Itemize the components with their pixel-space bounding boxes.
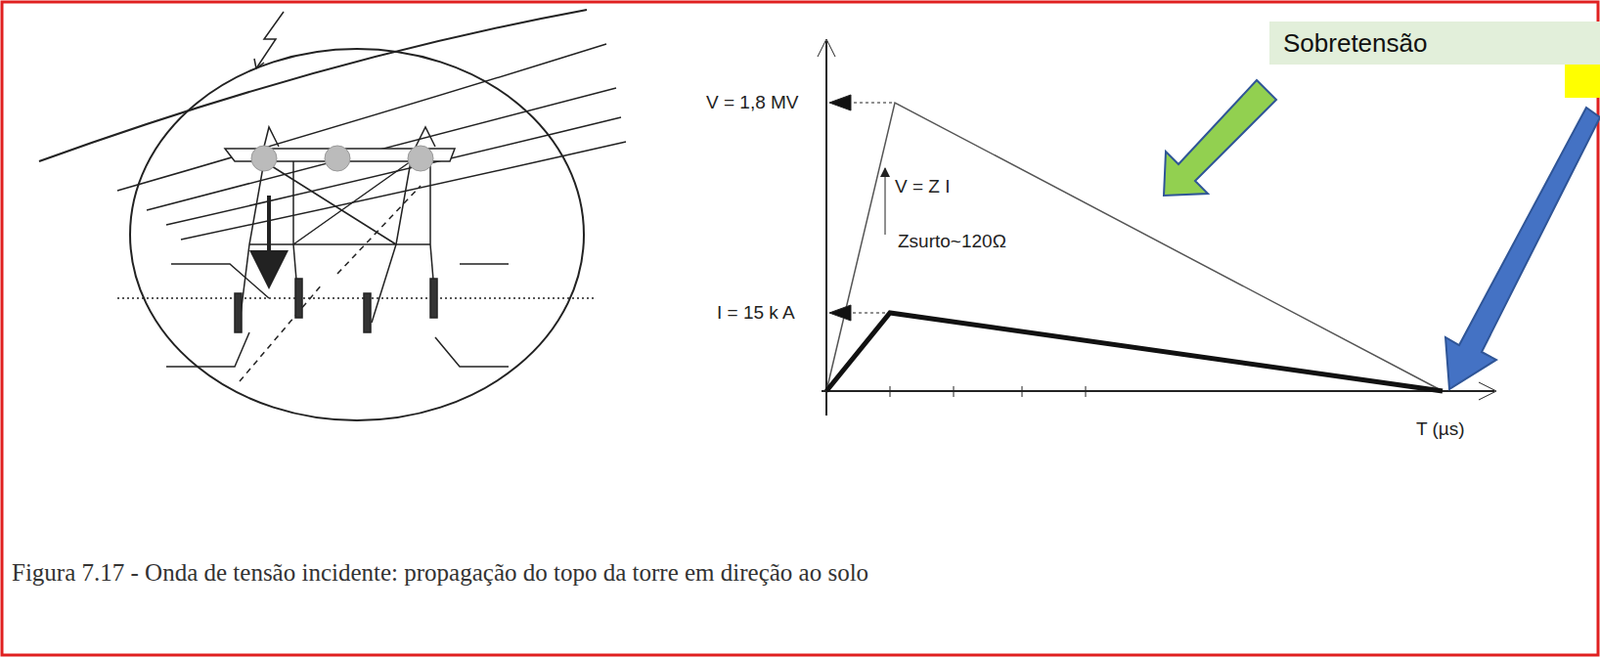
tower-drawing: [39, 9, 626, 421]
callout-text: Sobretensão: [1283, 28, 1427, 58]
figure-caption: Figura 7.17 - Onda de tensão incidente: …: [11, 559, 869, 587]
flashover-cloud: [251, 145, 434, 172]
axis-label: T (µs): [1416, 418, 1466, 441]
graph: [817, 39, 1497, 416]
formula: V = Z I: [894, 176, 951, 198]
callout-arrow: [1445, 107, 1600, 390]
axis-value: I = 15 k A: [716, 302, 796, 324]
callout-box: Sobretensão: [1269, 21, 1600, 65]
impedance-label: Zsurto~120Ω: [897, 230, 1007, 253]
callout-arrow: [1163, 80, 1277, 196]
axis-value: V = 1,8 MV: [706, 91, 800, 114]
